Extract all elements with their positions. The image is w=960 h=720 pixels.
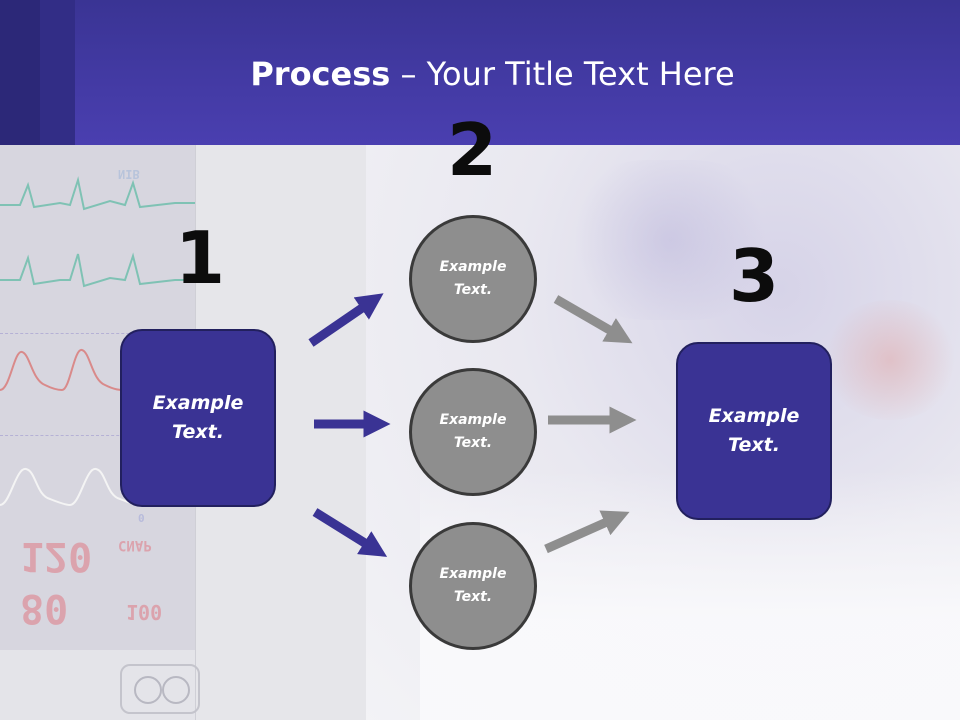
circle-3-label: Example Text. bbox=[439, 566, 507, 605]
step-3-box: Example Text. bbox=[676, 342, 832, 520]
title-bar-accent bbox=[40, 0, 75, 145]
title-bold: Process bbox=[250, 55, 391, 93]
title-rest: – Your Title Text Here bbox=[390, 55, 735, 93]
background-blur bbox=[820, 300, 960, 420]
step-1-box: Example Text. bbox=[120, 329, 276, 507]
knob-icon bbox=[134, 676, 162, 704]
arrow-from-circle-1 bbox=[553, 295, 633, 344]
background-blur bbox=[560, 160, 780, 320]
arrow-from-circle-3 bbox=[544, 510, 630, 554]
step-number-1: 1 bbox=[174, 216, 226, 300]
slide-title: Process – Your Title Text Here bbox=[0, 54, 960, 94]
ecg-wave bbox=[0, 176, 195, 211]
arrow-to-circle-1 bbox=[308, 293, 384, 347]
step-1-label: Example Text. bbox=[152, 392, 244, 443]
ecg-wave bbox=[0, 252, 195, 288]
step-3-label: Example Text. bbox=[708, 405, 800, 456]
monitor-knob-panel bbox=[120, 664, 200, 714]
arrow-to-circle-3 bbox=[312, 508, 388, 557]
circle-1-label: Example Text. bbox=[439, 259, 507, 298]
title-bar-accent bbox=[0, 0, 40, 145]
circle-2-label: Example Text. bbox=[439, 412, 507, 451]
step-2-circle-1: Example Text. bbox=[409, 215, 537, 343]
step-2-circle-3: Example Text. bbox=[409, 522, 537, 650]
knob-icon bbox=[162, 676, 190, 704]
title-bar bbox=[0, 0, 960, 145]
step-2-circle-2: Example Text. bbox=[409, 368, 537, 496]
step-number-2: 2 bbox=[446, 108, 498, 192]
step-number-3: 3 bbox=[728, 234, 780, 318]
